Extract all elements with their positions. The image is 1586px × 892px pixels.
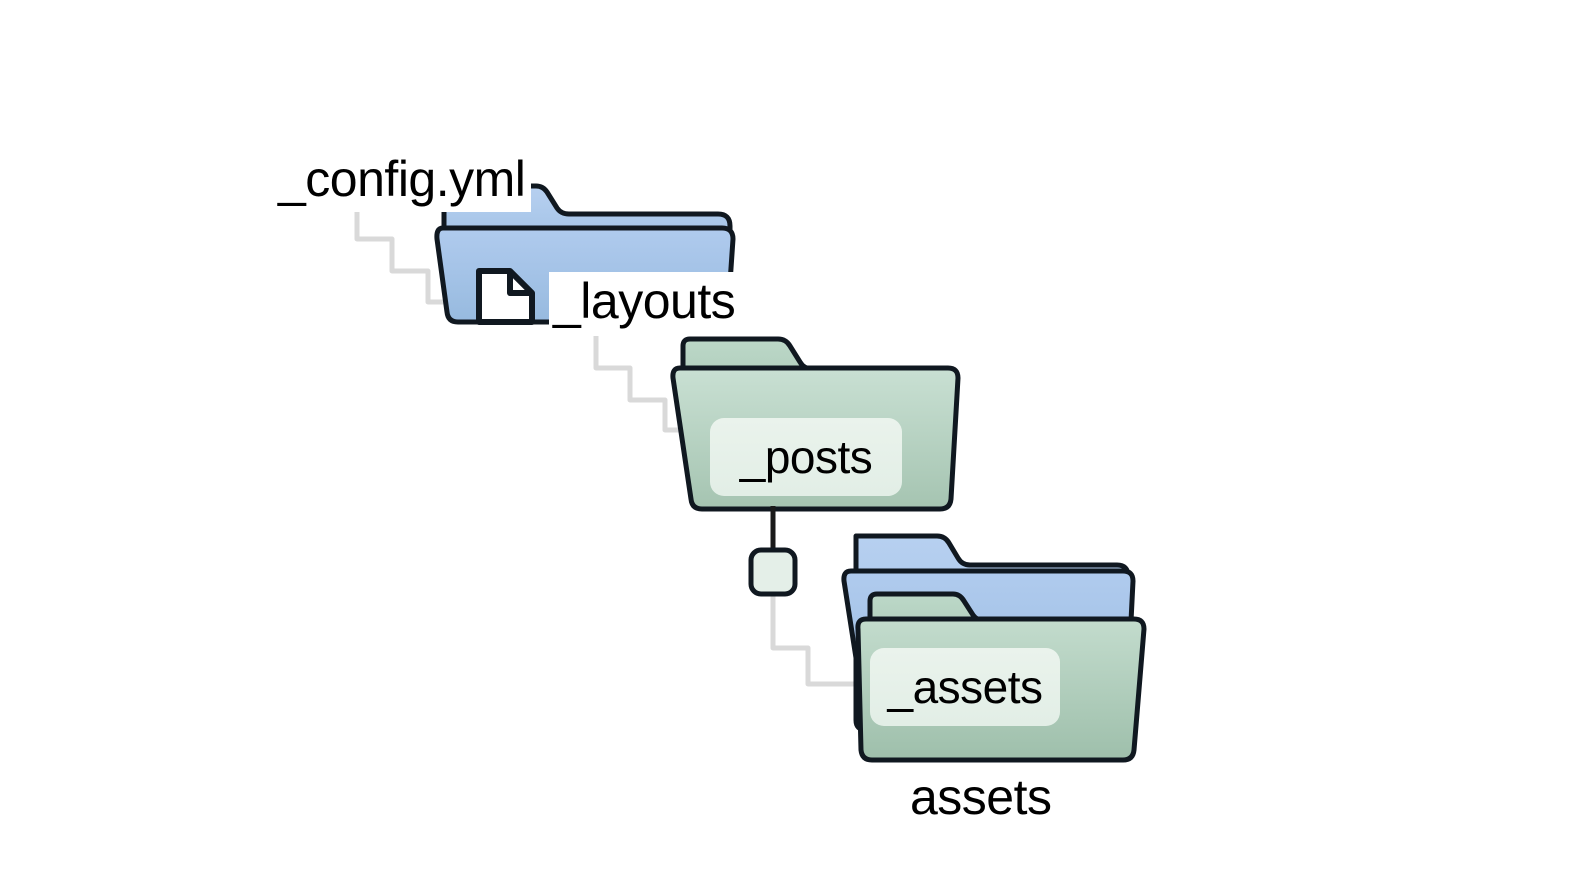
assets-folder-label: _assets xyxy=(887,661,1043,713)
posts-folder-label: _posts xyxy=(739,431,873,483)
junction-square-icon[interactable] xyxy=(748,547,798,597)
config-file-name-label: _config.yml xyxy=(276,152,532,212)
layouts-folder-name-label: _layouts xyxy=(549,272,742,336)
assets-label-chip: _assets xyxy=(870,648,1060,726)
edge-layouts-to-posts xyxy=(593,330,703,433)
posts-label-chip: _posts xyxy=(710,418,902,496)
edge-junction-to-assets xyxy=(770,587,883,687)
assets-folder-name-label: assets xyxy=(910,769,1052,825)
edge-config-to-layouts xyxy=(354,203,500,305)
